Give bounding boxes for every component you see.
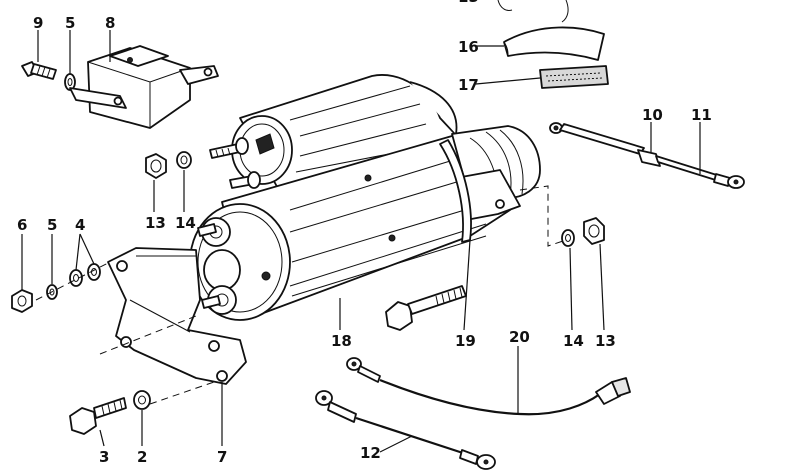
label-19: 19 (455, 332, 476, 350)
part-19-bolt (385, 285, 467, 331)
part-2-washer (133, 390, 151, 410)
label-13-upper: 13 (145, 214, 166, 232)
label-17: 17 (458, 76, 479, 94)
label-9: 9 (33, 14, 43, 32)
label-20: 20 (509, 328, 530, 346)
label-13-right: 13 (595, 332, 616, 350)
part-9-bolt (21, 61, 57, 80)
label-8: 8 (105, 14, 115, 32)
leader-lines (21, 30, 701, 453)
callout-labels: 9 5 8 15 16 17 10 11 13 14 6 5 4 14 13 1… (17, 0, 712, 466)
part-4-washers (69, 263, 101, 287)
part-20-cable (346, 357, 631, 416)
part-12-ground-strap (315, 390, 496, 470)
label-12: 12 (360, 444, 381, 462)
part-18-starter-motor (189, 74, 541, 321)
label-10: 10 (642, 106, 663, 124)
label-3: 3 (99, 448, 109, 466)
label-7: 7 (217, 448, 227, 466)
part-10-11-cable (549, 122, 745, 189)
part-7-bracket (107, 247, 247, 385)
label-16: 16 (458, 38, 479, 56)
label-14-right: 14 (563, 332, 584, 350)
assembly-guide-lines (35, 185, 567, 405)
label-4: 4 (75, 216, 85, 234)
part-13-nut-right (583, 217, 605, 245)
part-17-insulation-pad (539, 65, 609, 89)
part-8-rubber-mount (69, 45, 219, 129)
part-3-bolt (69, 397, 127, 435)
label-6: 6 (17, 216, 27, 234)
part-16-heat-shield (503, 26, 605, 61)
label-18: 18 (331, 332, 352, 350)
label-2: 2 (137, 448, 147, 466)
label-15: 15 (458, 0, 479, 6)
label-5-top: 5 (65, 14, 75, 32)
part-6-nut (11, 289, 33, 313)
part-14-washer-right (561, 229, 575, 247)
label-5-left: 5 (47, 216, 57, 234)
label-11: 11 (691, 106, 712, 124)
part-13-nut-upper (145, 153, 167, 179)
part-15-clip (497, 0, 569, 23)
part-14-washer-upper (176, 151, 192, 169)
label-14-upper: 14 (175, 214, 196, 232)
